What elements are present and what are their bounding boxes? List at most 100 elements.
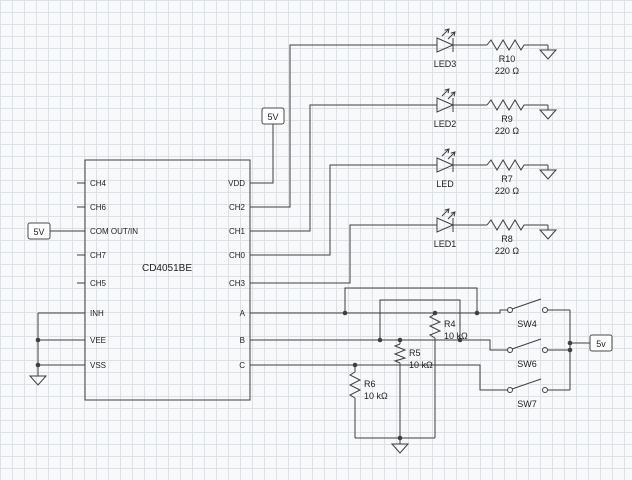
ground-left[interactable] — [28, 375, 48, 386]
ground-icon — [538, 229, 558, 240]
switch-label: SW6 — [517, 359, 537, 369]
wire-row-led2[interactable] — [250, 104, 548, 232]
wire-vdd-to-5v[interactable] — [250, 124, 274, 184]
resistor-name: R6 — [364, 379, 376, 389]
wire-row-led1[interactable] — [250, 224, 548, 284]
pin-label-ch4: CH4 — [90, 179, 107, 188]
pin-label-ch0: CH0 — [229, 251, 246, 260]
source-label: 5V — [267, 112, 278, 122]
resistor-name: R8 — [501, 234, 513, 244]
pin-label-vss: VSS — [90, 361, 106, 370]
led-emission-arrows-icon — [441, 88, 456, 100]
resistor-name: R4 — [444, 319, 456, 329]
wire-select-c[interactable] — [250, 364, 508, 391]
resistor-name: R9 — [501, 114, 513, 124]
pin-label-b: B — [240, 336, 245, 345]
led-emission-arrows-icon — [441, 208, 456, 220]
ground-icon — [28, 375, 48, 386]
led-emission-arrows-icon — [441, 148, 456, 160]
led-triangle — [436, 157, 455, 173]
junction-dot — [474, 310, 480, 316]
led2[interactable]: LED2 — [434, 88, 457, 129]
source-5v-right[interactable]: 5v — [589, 334, 613, 352]
switch-sw7[interactable]: SW7 — [507, 378, 548, 409]
switch-terminal — [507, 347, 513, 353]
led-label: LED1 — [434, 239, 457, 249]
ground-led[interactable] — [538, 165, 558, 180]
resistor-r5[interactable]: R5 10 kΩ — [393, 343, 433, 370]
wire-row-led[interactable] — [250, 164, 548, 256]
wire-select-b[interactable] — [250, 299, 508, 351]
wire-row-led3[interactable] — [250, 44, 548, 208]
source-label: 5V — [33, 227, 44, 237]
ground-icon — [538, 109, 558, 120]
led1[interactable]: LED1 — [434, 208, 457, 249]
ic-label: CD4051BE — [142, 263, 192, 274]
pin-label-ch2: CH2 — [229, 203, 246, 212]
pin-label-inh: INH — [90, 309, 104, 318]
resistor-zigzag — [486, 99, 527, 111]
pin-label-a: A — [240, 309, 246, 318]
ground-icon — [390, 443, 410, 454]
ground-icon — [538, 49, 558, 60]
junction-dot — [35, 362, 41, 368]
resistor-zigzag — [486, 159, 527, 171]
resistor-r6[interactable]: R6 10 kΩ — [348, 371, 388, 401]
resistor-value: 220 Ω — [495, 126, 520, 136]
junction-dot — [397, 435, 403, 441]
source-box[interactable] — [27, 222, 51, 240]
junction-dot — [377, 337, 383, 343]
source-box[interactable] — [589, 334, 613, 352]
source-5v-left[interactable]: 5V — [27, 222, 51, 240]
pin-label-vdd: VDD — [228, 179, 245, 188]
junction-dot — [567, 340, 573, 346]
resistor-r9[interactable]: R9 220 Ω — [486, 99, 527, 136]
pin-label-c: C — [239, 361, 245, 370]
resistor-r7[interactable]: R7 220 Ω — [486, 159, 527, 196]
ground-led3[interactable] — [538, 45, 558, 60]
pin-label-com-out-in: COM OUT/IN — [90, 227, 138, 236]
switch-label: SW7 — [517, 399, 537, 409]
resistor-zigzag — [393, 343, 407, 364]
resistor-r4[interactable]: R4 10 kΩ — [428, 313, 468, 341]
source-box[interactable] — [261, 107, 285, 125]
resistor-value: 220 Ω — [495, 246, 520, 256]
source-label: 5v — [596, 339, 606, 349]
pin-label-ch5: CH5 — [90, 279, 107, 288]
pin-label-ch1: CH1 — [229, 227, 246, 236]
led3[interactable]: LED3 — [434, 28, 457, 69]
switch-lever[interactable] — [511, 298, 542, 310]
wire-switch-outputs[interactable] — [547, 309, 591, 391]
switch-label: SW4 — [517, 319, 537, 329]
ground-led2[interactable] — [538, 105, 558, 120]
junction-dot — [35, 337, 41, 343]
led[interactable]: LED — [436, 148, 456, 189]
switch-lever[interactable] — [511, 338, 542, 350]
wire-select-a[interactable] — [250, 287, 508, 314]
switch-sw4[interactable]: SW4 — [507, 298, 548, 329]
resistor-value: 10 kΩ — [444, 331, 468, 341]
wire-left-ground-bus[interactable] — [37, 312, 85, 376]
resistor-r10[interactable]: R10 220 Ω — [486, 39, 527, 76]
pin-label-ch6: CH6 — [90, 203, 107, 212]
resistor-r8[interactable]: R8 220 Ω — [486, 219, 527, 256]
ground-bottom[interactable] — [390, 443, 410, 454]
switch-lever[interactable] — [511, 378, 542, 390]
source-5v-top[interactable]: 5V — [261, 107, 285, 125]
resistor-name: R5 — [409, 348, 421, 358]
switch-sw6[interactable]: SW6 — [507, 338, 548, 369]
junction-dots — [35, 310, 573, 441]
switch-terminal — [507, 307, 513, 313]
junction-dot — [397, 337, 403, 343]
switch-terminal — [542, 307, 548, 313]
junction-dot — [352, 362, 358, 368]
resistor-zigzag — [486, 219, 527, 231]
led-label: LED2 — [434, 119, 457, 129]
led-triangle — [436, 217, 455, 233]
junction-dot — [457, 337, 463, 343]
ic-cd4051be[interactable]: CD4051BE CH4 CH6 COM OUT/IN CH7 CH5 INH … — [84, 159, 251, 401]
junction-dot — [567, 347, 573, 353]
ground-led1[interactable] — [538, 225, 558, 240]
ic-body[interactable] — [84, 159, 251, 401]
